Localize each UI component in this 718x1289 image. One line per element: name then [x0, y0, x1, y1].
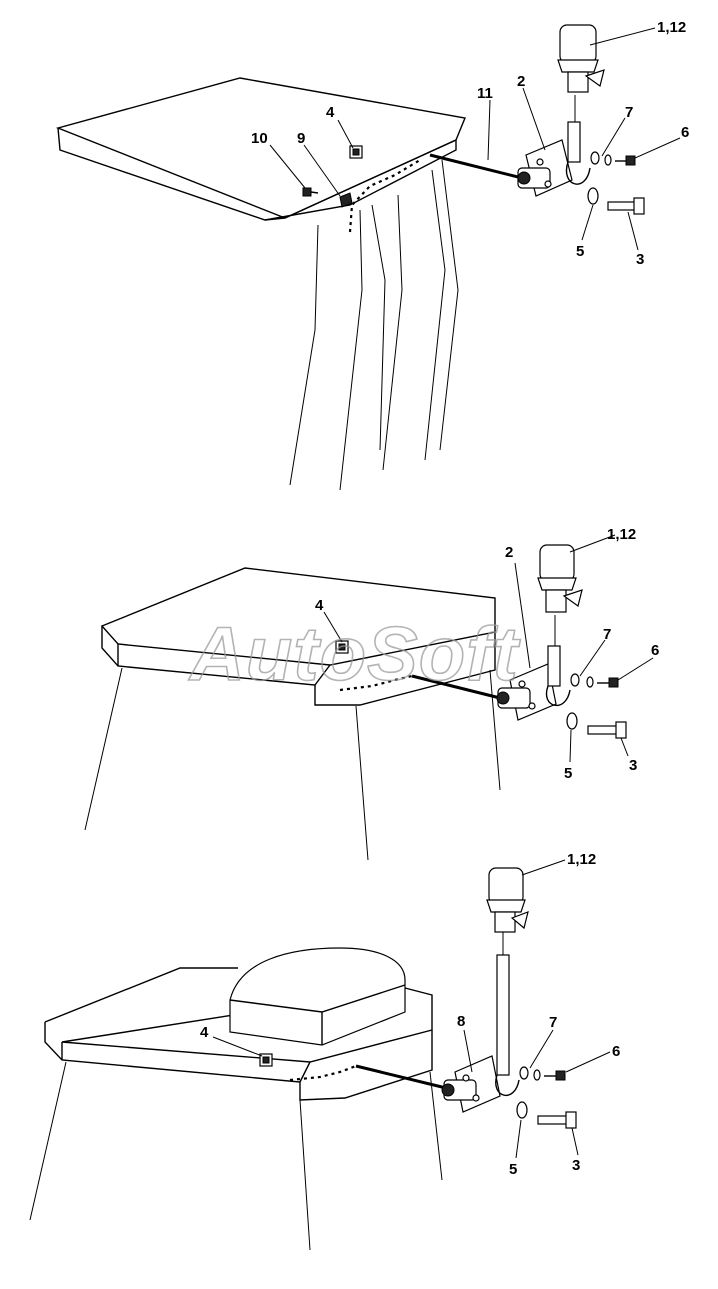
cab-roof — [55, 77, 466, 491]
bracket-part — [441, 1055, 501, 1113]
cable — [429, 153, 523, 180]
label-bolt: 3 — [629, 757, 637, 774]
label-small-washer: 7 — [603, 626, 611, 643]
watermark: AutoSoft — [188, 612, 520, 697]
cable — [355, 1064, 447, 1090]
mount-pole — [547, 645, 561, 687]
label-washer: 5 — [564, 765, 572, 782]
label-screw-b: 10 — [251, 130, 268, 147]
label-clip: 9 — [297, 130, 305, 147]
cab-roof — [29, 967, 443, 1251]
label-bracket: 8 — [457, 1013, 465, 1030]
bolt-part — [587, 721, 627, 739]
label-washer: 5 — [509, 1161, 517, 1178]
label-nut: 4 — [326, 104, 335, 121]
washer-part — [566, 712, 578, 730]
label-washer: 5 — [576, 243, 584, 260]
cable — [411, 674, 501, 700]
small-washer-part — [570, 673, 580, 687]
beacon-lamp — [537, 544, 583, 613]
label-bolt: 3 — [636, 251, 644, 268]
label-small-washer: 7 — [625, 104, 633, 121]
screw-6-part — [615, 155, 636, 166]
washer-part — [516, 1101, 528, 1119]
label-bracket: 2 — [505, 544, 513, 561]
washer-part — [587, 187, 599, 205]
wiring-harness — [289, 1064, 357, 1082]
beacon-lamp — [486, 867, 529, 933]
bolt-part — [607, 197, 645, 215]
view-top: 1,12 2 11 4 10 9 7 6 5 3 — [55, 19, 689, 491]
clip-part — [339, 192, 353, 208]
label-beacon: 1,12 — [607, 526, 636, 543]
label-bolt: 3 — [572, 1157, 580, 1174]
label-nut: 4 — [200, 1024, 209, 1041]
small-washer-part — [519, 1066, 529, 1080]
nut-part — [349, 145, 363, 159]
bracket-part — [496, 663, 557, 721]
view-bottom: 1,12 8 4 7 6 5 3 — [29, 851, 620, 1251]
label-screw: 6 — [651, 642, 659, 659]
screw-part — [302, 187, 319, 197]
view-middle: 1,12 2 4 7 6 5 3 AutoSoft — [84, 526, 659, 861]
beacon-lamp — [557, 24, 605, 93]
label-small-washer: 7 — [549, 1014, 557, 1031]
label-beacon: 1,12 — [657, 19, 686, 36]
cab-roof — [84, 567, 501, 861]
nut-part — [335, 640, 349, 654]
mount-pole — [567, 121, 581, 163]
roof-pod — [229, 947, 406, 1046]
label-screw: 6 — [681, 124, 689, 141]
wiring-harness — [339, 674, 413, 692]
label-screw: 6 — [612, 1043, 620, 1060]
bracket-part — [517, 139, 573, 197]
label-cable: 11 — [477, 85, 493, 102]
screw-6-part — [544, 1070, 566, 1081]
bolt-part — [537, 1111, 577, 1129]
small-washer-part — [590, 151, 600, 165]
label-beacon: 1,12 — [567, 851, 596, 868]
screw-6-part — [597, 677, 619, 688]
label-bracket: 2 — [517, 73, 525, 90]
label-nut: 4 — [315, 597, 324, 614]
nut-part — [259, 1053, 273, 1067]
mount-pole — [496, 954, 510, 1076]
